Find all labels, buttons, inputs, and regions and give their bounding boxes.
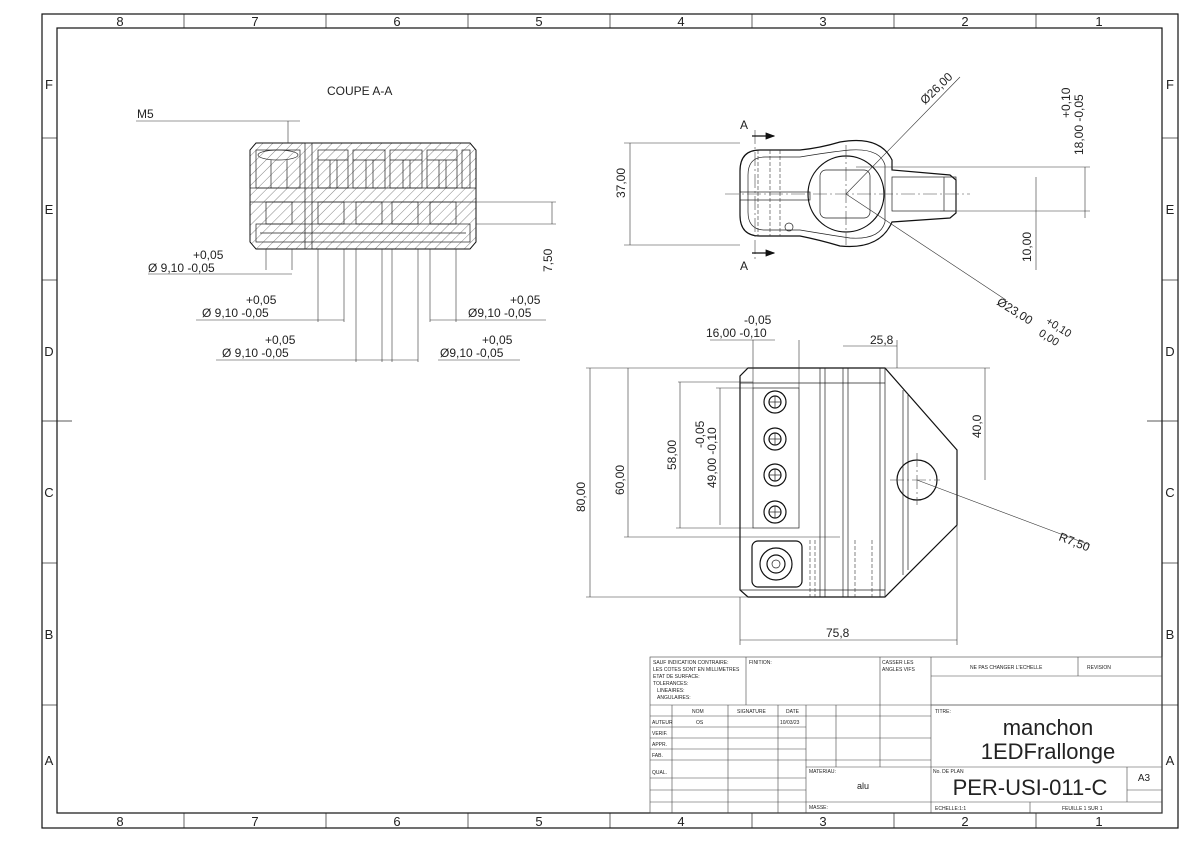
col-label-1: 1 [1095, 14, 1102, 29]
format-a3: A3 [1138, 773, 1151, 784]
dim-radius-7-50: R7,50 [1057, 530, 1092, 555]
dim-section-2: Ø 9,10 -0,05 [202, 306, 269, 320]
col-label-4: 4 [677, 14, 684, 29]
col-label-2-bottom: 2 [961, 814, 968, 829]
dim-height-37: 37,00 [614, 168, 628, 198]
dim-overall-tol: +0,10 [1059, 87, 1073, 118]
dim-offset-25-8: 25,8 [870, 333, 894, 347]
auteur-date: 10/03/23 [780, 720, 800, 726]
title-block: SAUF INDICATION CONTRAIRE: LES COTES SON… [649, 656, 1163, 814]
drawing-frame: 8 7 6 5 4 3 2 1 8 7 6 5 4 3 2 1 F E D C … [41, 13, 1179, 829]
ne-pas-changer: NE PAS CHANGER L'ECHELLE [970, 665, 1043, 671]
row-label-d-right: D [1165, 344, 1174, 359]
dim-section-4-upper: +0,05 [265, 333, 296, 347]
dim-section-4: Ø 9,10 -0,05 [222, 346, 289, 360]
section-body [249, 142, 477, 250]
role-appr: APPR. [652, 742, 667, 748]
col-label-6-bottom: 6 [393, 814, 400, 829]
note-line-3: ETAT DE SURFACE: [653, 674, 700, 680]
col-label-3: 3 [819, 14, 826, 29]
dim-section-3: Ø9,10 -0,05 [468, 306, 532, 320]
dim-width-75-8: 75,8 [826, 626, 850, 640]
section-marker-top: A [740, 118, 748, 132]
dim-height-49: 49,00 -0,10 [705, 427, 719, 488]
dim-height-60: 60,00 [613, 465, 627, 495]
dim-section-5-upper: +0,05 [482, 333, 513, 347]
plan-label: No. DE PLAN [933, 769, 964, 775]
masse-label: MASSE: [809, 805, 828, 811]
dim-section-1-upper: +0,05 [193, 248, 224, 262]
dim-height-49-tol: -0,05 [693, 420, 707, 448]
row-label-e-right: E [1166, 202, 1175, 217]
casser-line-1: CASSER LES [882, 660, 914, 666]
row-label-c: C [44, 485, 53, 500]
dim-overall-18: 18,00 -0,05 [1072, 94, 1086, 155]
dim-section-5: Ø9,10 -0,05 [440, 346, 504, 360]
dim-width-16: 16,00 -0,10 [706, 326, 767, 340]
dim-height-58: 58,00 [665, 440, 679, 470]
role-fab: FAB. [652, 753, 663, 759]
row-label-c-right: C [1165, 485, 1174, 500]
col-label-8: 8 [116, 14, 123, 29]
section-view-a-a: COUPE A-A [136, 84, 556, 362]
col-label-1-bottom: 1 [1095, 814, 1102, 829]
dim-section-3-upper: +0,05 [510, 293, 541, 307]
row-label-f-right: F [1166, 77, 1174, 92]
col-label-7: 7 [251, 14, 258, 29]
top-view: A A 37,00 Ø26,00 +0,10 18,00 -0,05 10,00… [614, 70, 1090, 349]
dim-section-2-upper: +0,05 [246, 293, 277, 307]
front-view: -0,05 16,00 -0,10 25,8 80,00 60,00 58,00… [574, 313, 1092, 645]
col-label-5: 5 [535, 14, 542, 29]
dim-inner-bore-23: Ø23,00 [994, 295, 1035, 328]
row-label-e: E [45, 202, 54, 217]
col-label-7-bottom: 7 [251, 814, 258, 829]
row-label-d: D [44, 344, 53, 359]
section-title: COUPE A-A [327, 84, 392, 98]
auteur-nom: OS [696, 720, 704, 726]
note-line-6: ANGULAIRES: [657, 695, 691, 701]
dim-width-16-tol: -0,05 [744, 313, 772, 327]
materiau-label: MATERIAU: [809, 769, 836, 775]
row-label-f: F [45, 77, 53, 92]
dim-height-7-50: 7,50 [541, 248, 555, 272]
note-line-2: LES COTES SONT EN MILLIMETRES [653, 667, 740, 673]
finition-label: FINITION: [749, 660, 772, 666]
header-signature: SIGNATURE [737, 709, 766, 715]
row-label-a: A [45, 753, 54, 768]
feuille-label: FEUILLE 1 SUR 1 [1062, 806, 1103, 812]
dim-tab-10: 10,00 [1020, 232, 1034, 262]
drawing-title-line-1: manchon [1003, 715, 1094, 740]
role-verif: VERIF. [652, 731, 668, 737]
section-marker-bottom: A [740, 259, 748, 273]
col-label-6: 6 [393, 14, 400, 29]
titre-label: TITRE: [935, 709, 951, 715]
plan-number: PER-USI-011-C [953, 775, 1108, 800]
casser-line-2: ANGLES VIFS [882, 667, 915, 673]
role-qual: QUAL. [652, 770, 667, 776]
header-nom: NOM [692, 709, 704, 715]
col-label-2: 2 [961, 14, 968, 29]
dim-section-1: Ø 9,10 -0,05 [148, 261, 215, 275]
row-label-a-right: A [1166, 753, 1175, 768]
thread-callout: M5 [137, 107, 154, 121]
col-label-3-bottom: 3 [819, 814, 826, 829]
dim-height-80: 80,00 [574, 482, 588, 512]
role-auteur: AUTEUR [652, 720, 673, 726]
row-label-b: B [45, 627, 54, 642]
header-date: DATE [786, 709, 800, 715]
clevis-outline [739, 139, 957, 248]
drawing-title-line-2: 1EDFrallonge [981, 739, 1116, 764]
note-line-4: TOLERANCES: [653, 681, 688, 687]
row-label-b-right: B [1166, 627, 1175, 642]
revision-label: REVISION [1087, 665, 1111, 671]
col-label-5-bottom: 5 [535, 814, 542, 829]
echelle-label: ECHELLE:1:1 [935, 806, 966, 812]
note-line-5: LINEAIRES: [657, 688, 685, 694]
note-line-1: SAUF INDICATION CONTRAIRE: [653, 660, 728, 666]
materiau-value: alu [857, 781, 869, 791]
dim-40: 40,0 [970, 414, 984, 438]
col-label-8-bottom: 8 [116, 814, 123, 829]
col-label-4-bottom: 4 [677, 814, 684, 829]
